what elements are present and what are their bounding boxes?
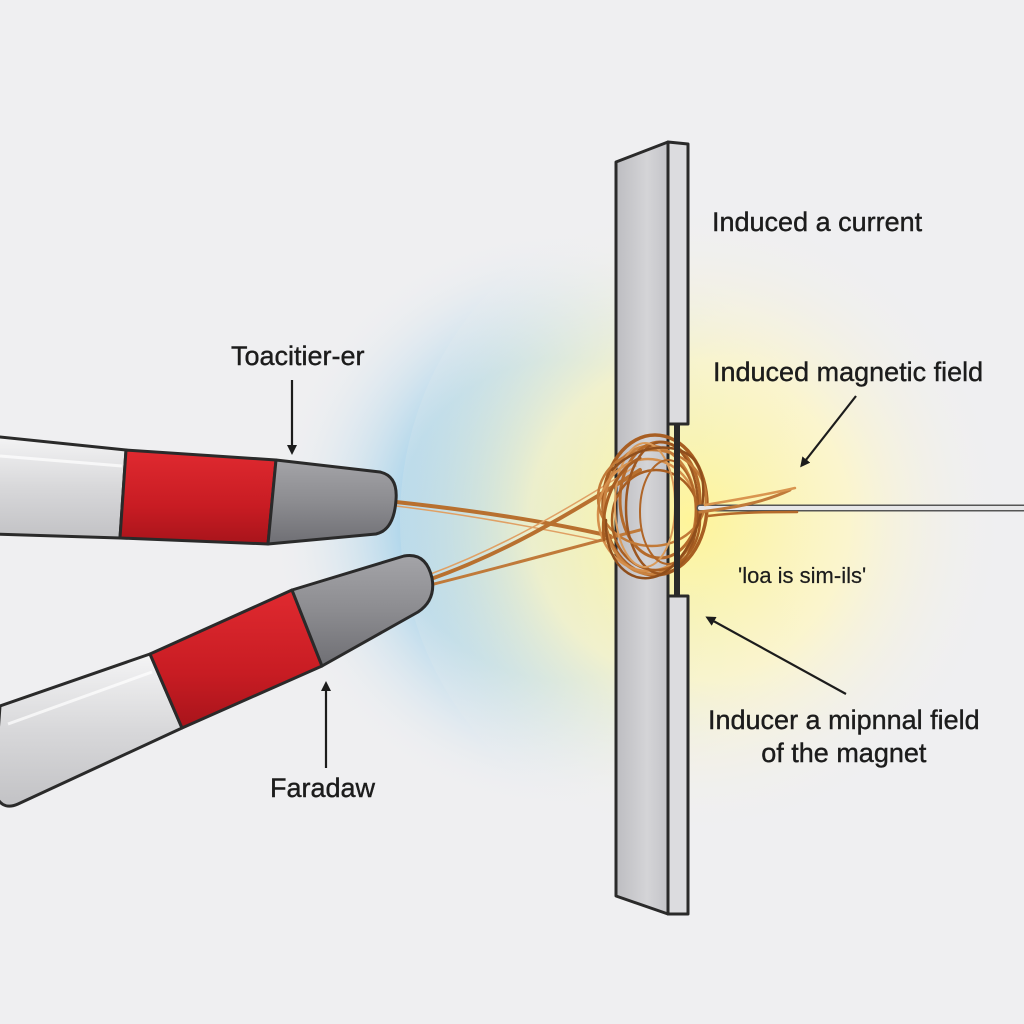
output-wire-frayed [703,486,797,507]
label-induced-magnetic-field: Induced magnetic field [713,357,984,387]
plate-edge-bottom [666,594,690,916]
label-small-note: 'loa is sim-ils' [738,563,867,588]
upper-probe [0,435,398,546]
wire-upper-probe-highlight [395,505,607,543]
plate-slot [674,424,680,596]
output-wire-frayed [706,510,799,518]
lower-probe-body [0,652,184,808]
lower-probe-red-band [148,588,324,730]
output-wire [696,486,1024,518]
output-wire-frayed [698,488,792,514]
annotation-arrows [287,380,857,768]
coil-loop [596,448,708,548]
upper-probe-body [0,435,128,540]
lower-probe-highlight [7,670,153,726]
coil-loop [639,459,697,565]
label-inducer-line1: Inducer a mipnnal field [708,705,980,735]
label-faradaw: Faradaw [270,773,376,803]
arrow-induced-field [800,395,857,468]
lower-probe [0,553,435,808]
label-induced-current: Induced a current [712,207,923,237]
upper-probe-highlight [0,454,123,468]
label-inducer: Inducer a mipnnal field of the magnet [708,704,980,770]
upper-probe-tip [266,458,398,546]
plate-edge-top [666,140,690,426]
wire-upper-probe [394,500,612,538]
arrow-inducer [705,616,847,695]
coil-turn [601,456,642,542]
lower-probe-tip [290,553,435,668]
label-toacitier: Toacitier-er [231,341,365,371]
coil-outer-turn [604,446,705,580]
label-inducer-line2: of the magnet [761,738,927,768]
upper-probe-red-band [118,448,278,546]
